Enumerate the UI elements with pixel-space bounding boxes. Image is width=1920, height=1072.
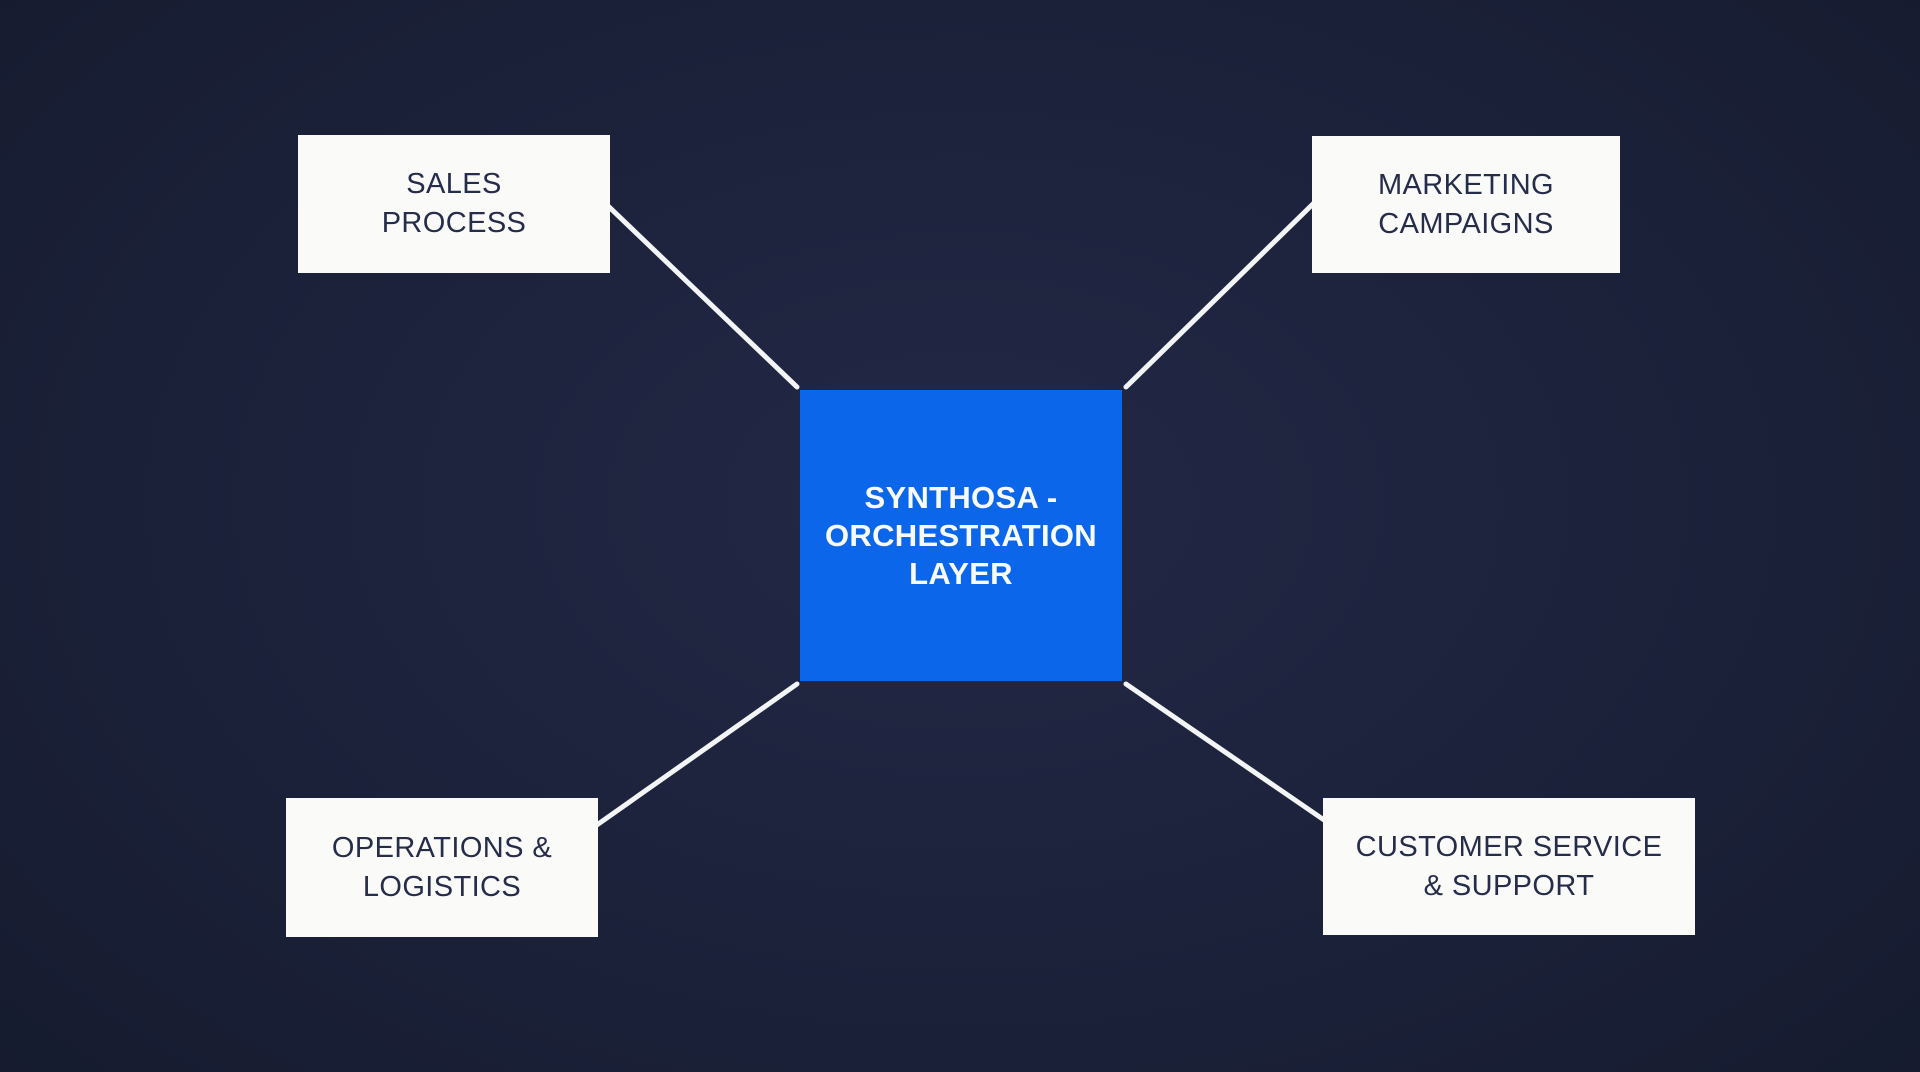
node-label-line: PROCESS (381, 207, 527, 239)
node-label-line: LOGISTICS (362, 870, 522, 903)
node-label-line: SALES (406, 168, 502, 200)
center-node-label-line: ORCHESTRATION (825, 517, 1097, 553)
connector-customer-to-center (1123, 681, 1330, 825)
node-synthosa-orchestration-layer: SYNTHOSA - ORCHESTRATION LAYER (800, 390, 1122, 681)
center-node-label-line: LAYER (909, 555, 1013, 591)
connector-sales-to-center (603, 201, 800, 390)
node-label-line: CUSTOMER SERVICE (1355, 830, 1663, 863)
node-marketing-campaigns: MARKETING CAMPAIGNS (1312, 136, 1620, 273)
center-node-label-line: SYNTHOSA - (864, 479, 1058, 515)
node-operations-logistics: OPERATIONS & LOGISTICS (286, 798, 598, 937)
node-label-line: CAMPAIGNS (1378, 207, 1554, 240)
node-label-line: OPERATIONS & (331, 831, 553, 864)
node-customer-service-support: CUSTOMER SERVICE & SUPPORT (1323, 798, 1695, 935)
node-label-line: MARKETING (1378, 168, 1554, 201)
connector-marketing-to-center (1123, 198, 1319, 390)
connector-operations-to-center (591, 681, 800, 830)
node-label-line: & SUPPORT (1423, 869, 1595, 902)
node-sales-process: SALES PROCESS (298, 135, 610, 273)
